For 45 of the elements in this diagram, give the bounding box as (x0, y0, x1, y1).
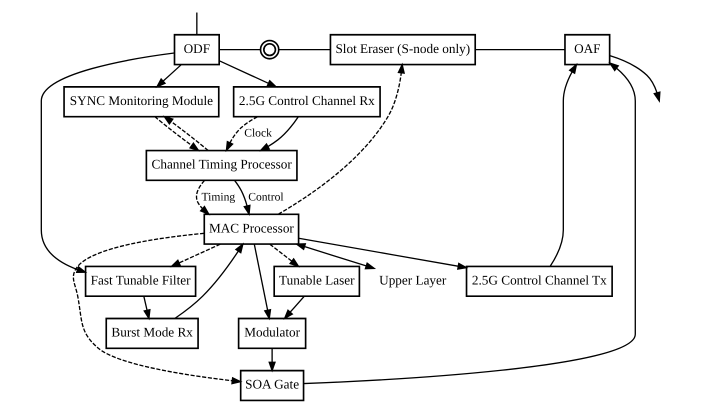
arrow (143, 296, 151, 320)
arrow (72, 232, 242, 384)
arrow (254, 244, 272, 320)
node-box: Channel Timing Processor (146, 150, 298, 182)
node-coil (260, 40, 280, 60)
node-box: Modulator (238, 318, 306, 350)
edge-label: Timing (202, 190, 236, 204)
node-box: OAF (564, 34, 610, 66)
arrow (226, 116, 258, 152)
node-box: Fast Tunable Filter (84, 266, 196, 297)
edge-label: Control (248, 190, 284, 204)
arrow (610, 55, 661, 103)
arrow (294, 243, 376, 270)
node-box: Burst Mode Rx (105, 318, 199, 350)
arrow (283, 296, 305, 320)
arrow (40, 52, 174, 274)
node-box: Slot Eraser (S-node only) (330, 34, 476, 66)
arrow (196, 180, 210, 216)
connector (475, 48, 565, 50)
arrow (234, 180, 251, 216)
arrow (154, 116, 200, 152)
arrow (268, 348, 276, 372)
node-box: 2.5G Control Channel Rx (232, 86, 381, 118)
node-box: 2.5G Control Channel Tx (466, 266, 613, 297)
node-text: Upper Layer (379, 272, 446, 288)
arrow (304, 62, 636, 384)
arrow (174, 242, 244, 319)
arrow (298, 238, 468, 270)
connector (219, 48, 260, 50)
node-box: ODF (174, 34, 220, 66)
arrow (156, 64, 182, 88)
node-box: SYNC Monitoring Module (63, 86, 220, 118)
arrow (278, 62, 406, 215)
arrow (162, 116, 208, 151)
arrow (258, 116, 299, 152)
connector (278, 48, 330, 50)
arrow (270, 244, 300, 268)
connector (196, 12, 198, 35)
node-box: MAC Processor (203, 213, 300, 245)
arrow (550, 62, 578, 267)
node-box: Tunable Laser (273, 266, 360, 297)
arrow (170, 244, 221, 268)
node-box: SOA Gate (240, 370, 304, 402)
edge-label: Clock (244, 126, 272, 140)
arrow (219, 60, 278, 88)
